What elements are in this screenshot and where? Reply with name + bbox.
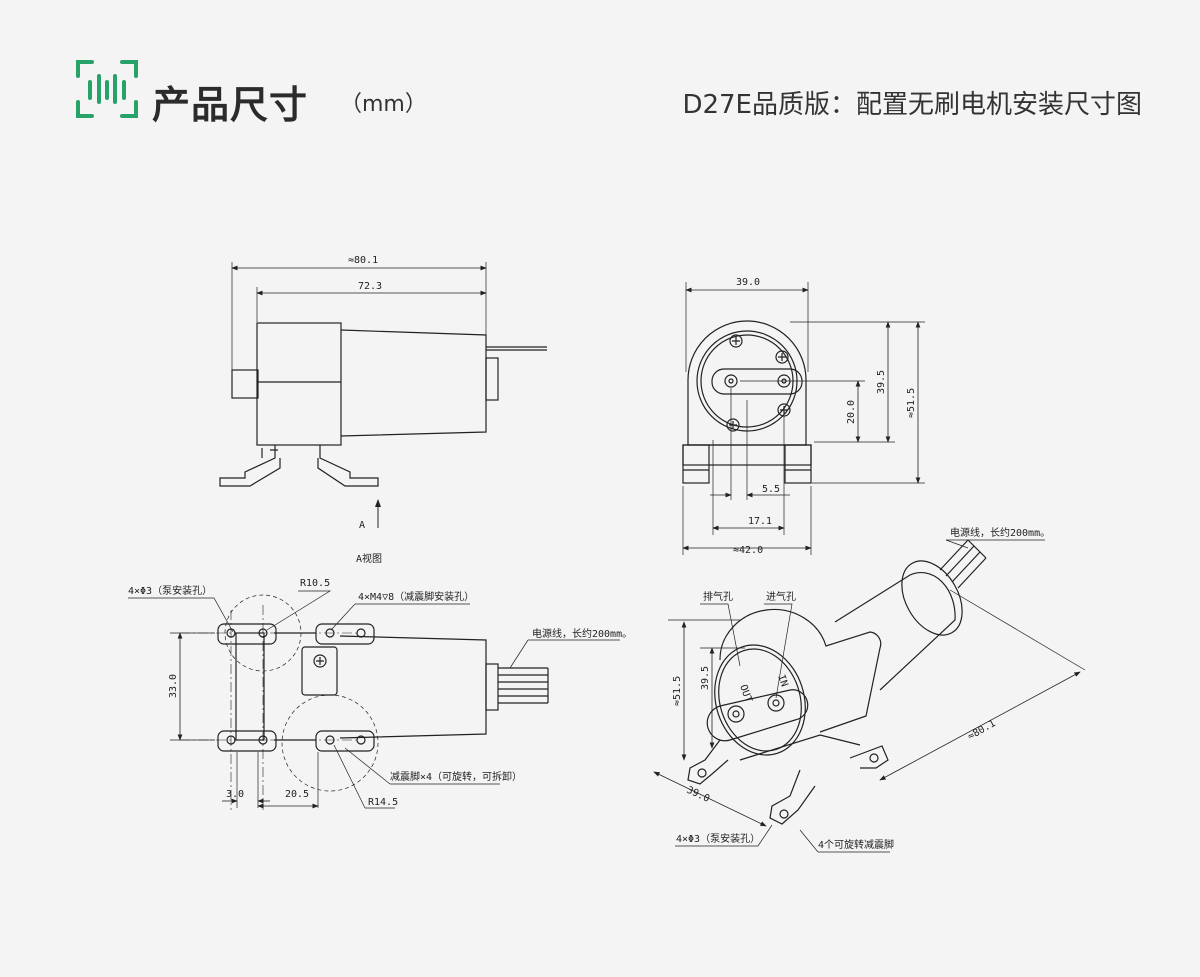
dim-overall-length: ≈80.1: [348, 255, 378, 266]
dim-height: 39.5: [876, 370, 887, 394]
scan-frame-icon: [76, 60, 138, 118]
dim-total-height: ≈51.5: [906, 388, 917, 418]
label-r145: R14.5: [368, 797, 398, 808]
a-view-title: A视图: [356, 552, 382, 565]
isometric-view: [653, 539, 1086, 853]
label-feet: 减震脚×4（可旋转，可拆卸）: [390, 770, 522, 783]
dim-offset: 5.5: [762, 484, 780, 495]
page-header: 产品尺寸 （mm） D27E品质版：配置无刷电机安装尺寸图: [0, 0, 1200, 140]
dim-body-length: 72.3: [358, 281, 382, 292]
front-view: [682, 282, 925, 555]
port-out-mark: OUT: [737, 683, 754, 704]
port-in-mark: IN: [775, 673, 789, 688]
label-intake-port: 进气孔: [766, 590, 796, 603]
label-exhaust-port: 排气孔: [703, 590, 733, 603]
a-view: [128, 590, 620, 810]
dim-port-spacing: 17.1: [748, 516, 772, 527]
dim-base-width: ≈42.0: [733, 545, 763, 556]
iso-label-feet: 4个可旋转减震脚: [818, 838, 894, 851]
iso-dim-390: 39.0: [685, 785, 711, 805]
label-pump-holes: 4×Φ3（泵安装孔）: [128, 584, 212, 597]
dim-center-height: 20.0: [846, 400, 857, 424]
label-r105: R10.5: [300, 578, 330, 589]
page-title: 产品尺寸: [152, 83, 309, 127]
dim-width: 39.0: [736, 277, 760, 288]
page-subtitle: D27E品质版：配置无刷电机安装尺寸图: [682, 90, 1142, 120]
iso-dim-515: ≈51.5: [672, 676, 683, 706]
dim-33: 33.0: [168, 674, 179, 698]
dim-3: 3.0: [226, 789, 244, 800]
iso-dim-801: ≈80.1: [966, 718, 998, 743]
iso-dim-395: 39.5: [700, 666, 711, 690]
iso-label-pump-holes: 4×Φ3（泵安装孔）: [676, 832, 760, 845]
side-view: [219, 262, 547, 528]
iso-label-cable: 电源线，长约200mm。: [950, 526, 1050, 539]
dim-205: 20.5: [285, 789, 309, 800]
label-cable: 电源线，长约200mm。: [532, 627, 632, 640]
view-arrow-label: A: [359, 520, 365, 531]
unit-label: （mm）: [340, 92, 427, 117]
label-m4-holes: 4×M4▽8（减震脚安装孔）: [358, 590, 474, 603]
